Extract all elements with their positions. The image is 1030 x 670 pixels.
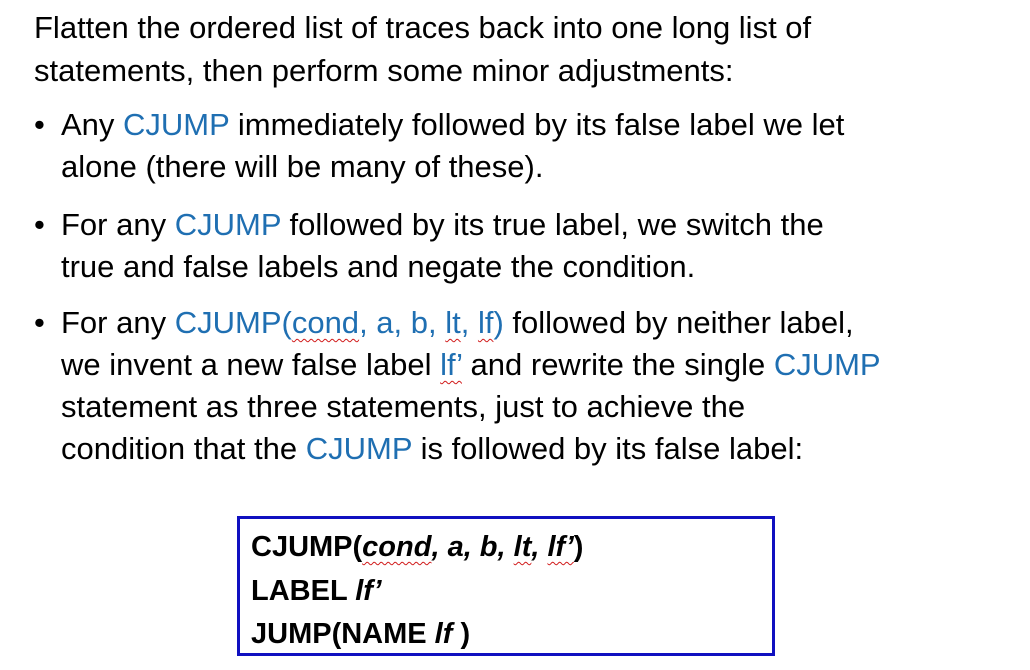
bullet-3-line-2-keyword-2: CJUMP: [773, 347, 881, 382]
bullet-3-line-4-post: is followed by its false label:: [411, 431, 804, 466]
bullet-dot-icon: •: [34, 207, 45, 242]
code-cjump-lt: lt: [513, 531, 532, 563]
code-box: CJUMP(cond, a, b, lt, lf’) LABEL lf’ JUM…: [237, 516, 775, 656]
bullet-3-line-4-keyword: CJUMP: [305, 431, 412, 466]
bullet-1-text: immediately followed by its false label …: [229, 107, 845, 142]
bullet-2-line-2: true and false labels and negate the con…: [61, 249, 696, 284]
bullet-2-pre: For any: [61, 207, 175, 242]
bullet-3-kw-lt: lt: [445, 305, 461, 340]
bullet-3-kw-mid: , a, b,: [359, 305, 446, 340]
bullet-3-kw-cond: cond: [291, 305, 360, 340]
bullet-3-text: followed by neither label,: [503, 305, 854, 340]
bullet-3-keyword: CJUMP(cond, a, b, lt, lf): [175, 305, 504, 340]
intro-line-1: Flatten the ordered list of traces back …: [34, 10, 812, 45]
code-line-cjump: CJUMP(cond, a, b, lt, lf’): [251, 527, 583, 567]
code-jump-close: ): [452, 618, 471, 650]
bullet-3-kw-close: ): [493, 305, 504, 340]
bullet-2-keyword: CJUMP: [174, 207, 281, 242]
code-cjump-close: ): [573, 531, 584, 563]
code-cjump-sep: ,: [531, 531, 548, 563]
bullet-item-1: • Any CJUMP immediately followed by its f…: [34, 104, 1014, 188]
bullet-3-kw-open: CJUMP(: [174, 305, 292, 340]
code-cjump-lf: lf’: [547, 531, 574, 563]
bullet-2-text: followed by its true label, we switch th…: [280, 207, 824, 242]
bullet-3-kw-lf: lf: [477, 305, 494, 340]
bullet-3-line-2-pre: we invent a new false label: [61, 347, 441, 382]
intro-line-2: statements, then perform some minor adju…: [34, 53, 734, 88]
code-jump-open: JUMP(NAME: [251, 618, 435, 650]
bullet-3-line-3: statement as three statements, just to a…: [61, 389, 746, 424]
code-label-keyword: LABEL: [251, 575, 356, 607]
code-cjump-mid: , a, b,: [431, 531, 514, 563]
code-label-lf: lf’: [355, 575, 382, 607]
bullet-3-line-4-pre: condition that the: [61, 431, 306, 466]
bullet-item-2: • For any CJUMP followed by its true labe…: [34, 204, 1014, 288]
bullet-1-keyword: CJUMP: [123, 107, 230, 142]
bullet-3-pre: For any: [61, 305, 175, 340]
code-line-label: LABEL lf’: [251, 571, 382, 611]
bullet-3-line-2-keyword: lf’: [440, 347, 462, 382]
bullet-3-line-2-post: and rewrite the single: [461, 347, 774, 382]
bullet-dot-icon: •: [34, 305, 45, 340]
bullet-1-line-2: alone (there will be many of these).: [61, 149, 544, 184]
bullet-dot-icon: •: [34, 107, 45, 142]
code-cjump-open: CJUMP(: [251, 531, 363, 563]
code-jump-lf: lf: [434, 618, 453, 650]
bullet-item-3: • For any CJUMP(cond, a, b, lt, lf) follo…: [34, 302, 1014, 470]
code-cjump-cond: cond: [362, 531, 432, 563]
bullet-3-kw-sep: ,: [460, 305, 478, 340]
intro-paragraph: Flatten the ordered list of traces back …: [34, 6, 994, 92]
bullet-1-pre: Any: [61, 107, 124, 142]
bullet-list: • Any CJUMP immediately followed by its f…: [34, 104, 1014, 486]
code-line-jump: JUMP(NAME lf ): [251, 614, 470, 654]
